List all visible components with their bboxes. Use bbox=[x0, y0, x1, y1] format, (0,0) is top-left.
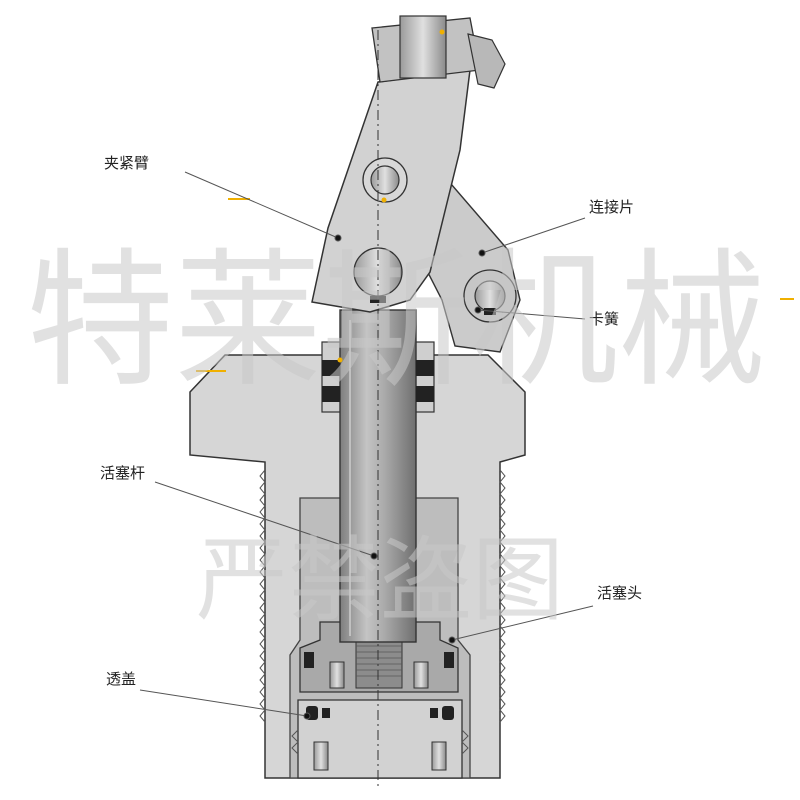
body-thread-right bbox=[499, 469, 506, 723]
clamp-arm bbox=[311, 69, 471, 313]
label-link-plate: 连接片 bbox=[589, 198, 634, 216]
clamp-screw bbox=[371, 15, 506, 89]
label-end-cap: 透盖 bbox=[106, 670, 136, 688]
rod-seals bbox=[322, 360, 434, 402]
end-cap bbox=[291, 699, 469, 779]
watermark-notice: 严禁盗图 bbox=[196, 527, 564, 634]
body-thread-left bbox=[259, 469, 266, 723]
label-piston-head: 活塞头 bbox=[597, 584, 642, 602]
label-piston-rod: 活塞杆 bbox=[100, 464, 145, 482]
label-clamp-arm: 夹紧臂 bbox=[104, 154, 149, 172]
leader-lines bbox=[139, 171, 594, 720]
watermark-brand: 特莱斯机械 bbox=[26, 235, 766, 407]
accent-marks bbox=[196, 29, 794, 372]
label-circlip: 卡簧 bbox=[589, 310, 619, 328]
